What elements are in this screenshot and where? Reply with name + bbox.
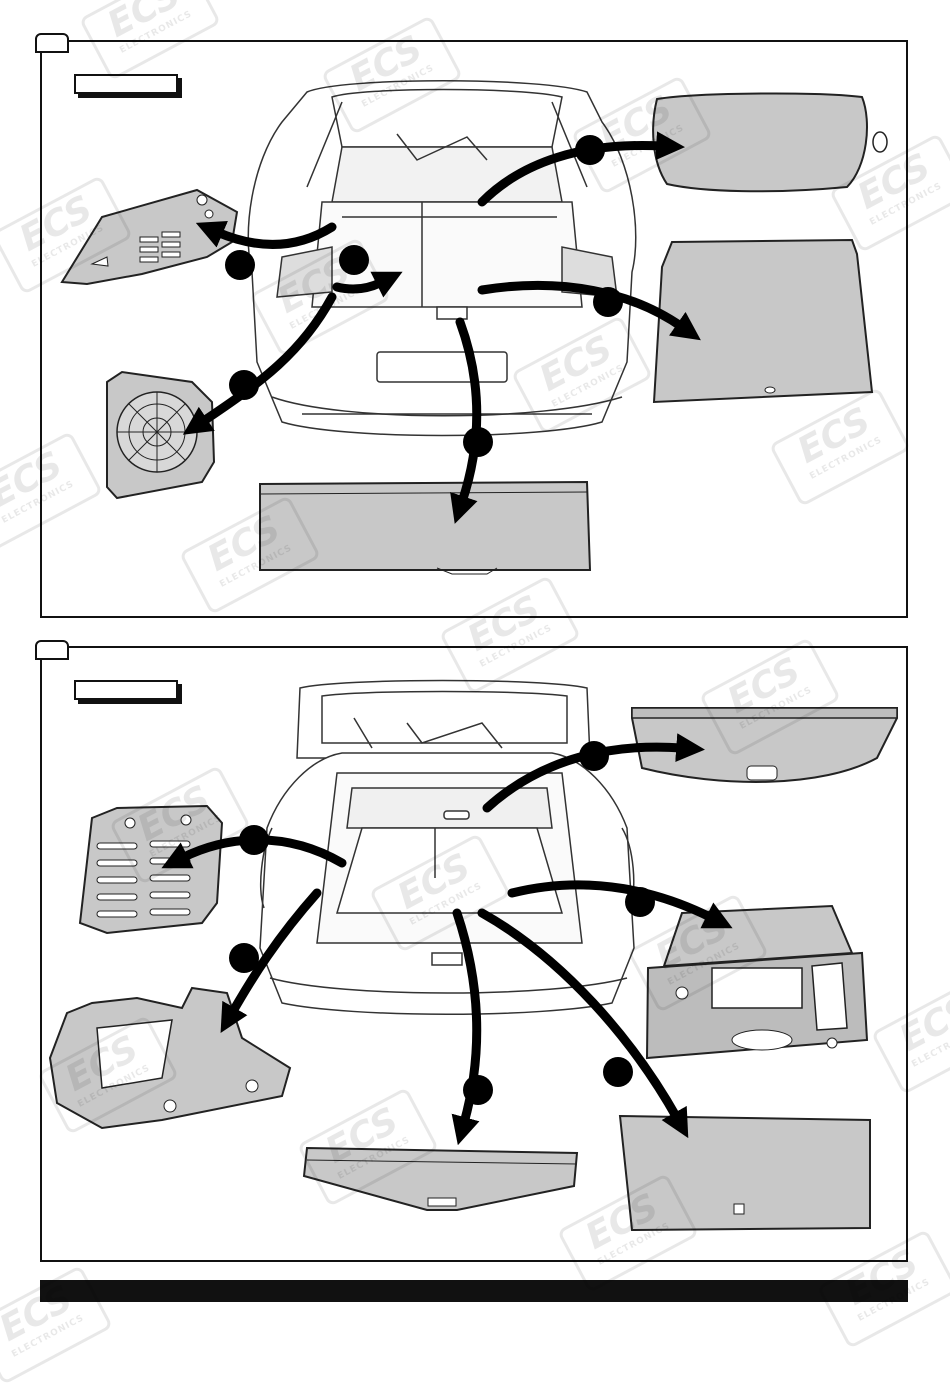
marker-dot — [339, 245, 369, 275]
left-side-trim-cover-part — [78, 804, 224, 935]
marker-dot — [239, 825, 269, 855]
boot-floor-panel-part — [618, 1114, 871, 1232]
step-markers — [229, 741, 655, 1105]
step-1-tab — [35, 33, 69, 53]
estate-disassembly-diagram — [48, 679, 898, 1232]
step-panel-2 — [40, 646, 908, 1262]
parcel-shelf-part — [652, 92, 888, 193]
step-panel-1 — [40, 40, 908, 618]
left-side-trim-cover-part — [60, 188, 239, 286]
step-markers — [225, 135, 623, 457]
sill-trim-panel-part — [302, 1146, 579, 1211]
marker-dot — [229, 943, 259, 973]
sill-trim-panel-part — [259, 480, 592, 575]
marker-dot — [225, 250, 255, 280]
left-side-trim-panel-part — [48, 986, 292, 1130]
step-2-label-box — [74, 680, 178, 700]
car-rear-view — [247, 80, 637, 437]
marker-dot — [229, 370, 259, 400]
marker-dot — [603, 1057, 633, 1087]
removal-arrows — [182, 131, 701, 524]
floor-panel-and-storage-tray-part — [645, 904, 869, 1060]
marker-dot — [463, 427, 493, 457]
step-2-tab — [35, 640, 69, 660]
marker-dot — [625, 887, 655, 917]
marker-dot — [575, 135, 605, 165]
removal-arrows — [161, 733, 733, 1146]
marker-dot — [593, 287, 623, 317]
hatchback-disassembly-diagram — [60, 80, 888, 575]
marker-dot — [463, 1075, 493, 1105]
boot-floor-panel-part — [652, 238, 874, 404]
speaker-grille-part — [106, 370, 216, 500]
step-1-label-box — [74, 74, 178, 94]
load-cover-part — [631, 707, 898, 783]
footer-bar — [40, 1280, 908, 1302]
marker-dot — [579, 741, 609, 771]
